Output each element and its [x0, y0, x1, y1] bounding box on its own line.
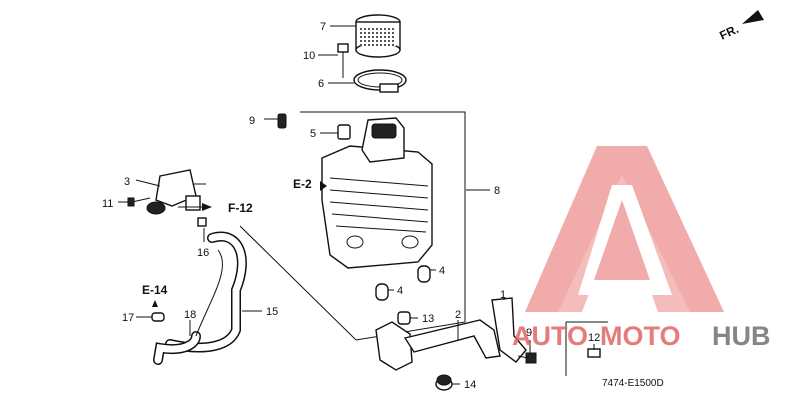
callout-12: 11 [102, 198, 113, 210]
callout-3: 3 [124, 176, 130, 188]
callout-7: 8 [494, 185, 500, 197]
leader-lines [118, 25, 608, 385]
filter-element [355, 14, 401, 58]
callout-9: 9 [526, 327, 532, 339]
ref-f12: F-12 [228, 201, 253, 215]
bolt-9 [517, 352, 537, 364]
screw-12 [127, 197, 151, 207]
callout-14: 13 [422, 313, 434, 325]
bracket-2 [375, 319, 501, 371]
ref-arrow-f12 [202, 203, 212, 211]
watermark-text: AUTO MOTO HUB [512, 321, 771, 351]
front-direction-indicator: FR. [717, 10, 764, 43]
callout-5: 5 [310, 128, 316, 140]
clip-17-upper [197, 217, 207, 227]
grommet-4-lower [375, 283, 389, 301]
watermark-brand-mid: MOTO [600, 321, 681, 351]
air-cleaner-case [321, 117, 433, 269]
callout-13: 12 [588, 332, 600, 344]
bolt-13 [587, 344, 601, 358]
clip-17-lower [151, 312, 165, 322]
watermark-brand-right: HUB [712, 321, 771, 351]
screw-10 [277, 113, 287, 129]
nut-14 [397, 311, 411, 325]
bolt-11 [337, 43, 349, 78]
front-direction-label: FR. [717, 22, 740, 43]
callout-18: 18 [184, 309, 196, 321]
callout-4-lower: 4 [397, 285, 403, 297]
ref-e14: E-14 [142, 283, 168, 297]
assembly-frame [239, 111, 466, 341]
callout-16: 15 [266, 306, 278, 318]
grommet-4-upper [417, 265, 431, 283]
callout-2: 2 [455, 309, 461, 321]
clamp-band [353, 69, 407, 93]
front-arrow-icon [742, 10, 764, 24]
ref-arrow-e14 [152, 300, 158, 307]
callout-17-upper: 16 [197, 247, 209, 259]
callout-1: 1 [500, 289, 506, 301]
callout-4-upper: 4 [439, 265, 445, 277]
nut-15 [435, 374, 453, 391]
callout-11: 10 [303, 50, 315, 62]
nut-5 [337, 124, 351, 140]
ref-arrow-e2 [320, 181, 327, 191]
callout-10: 9 [249, 115, 255, 127]
callout-6: 6 [318, 78, 324, 90]
ref-e2: E-2 [293, 177, 312, 191]
callout-17-lower: 17 [122, 312, 134, 324]
callout-8: 7 [320, 21, 326, 33]
watermark-brand-left: AUTO [512, 321, 588, 351]
watermark-logo [525, 146, 724, 312]
callout-15: 14 [464, 379, 476, 391]
drawing-code: 7474-E1500D [602, 378, 664, 389]
stay-1 [491, 297, 527, 363]
fuel-cock [146, 169, 206, 215]
